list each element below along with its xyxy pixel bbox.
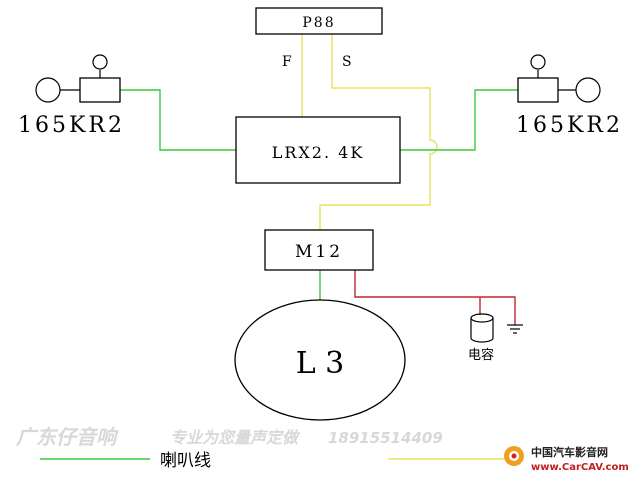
- watermark-brand: 广东仔音响: [16, 425, 119, 449]
- amp-box: [264, 229, 374, 271]
- capacitor-icon: [470, 313, 494, 343]
- signal-wire-s: [319, 34, 438, 230]
- speaker-right-icon: [517, 54, 601, 103]
- speaker-left-label: 165KR2: [18, 113, 125, 138]
- wire-label-s: S: [342, 54, 352, 70]
- site-logo-icon: [504, 446, 524, 466]
- speaker-wire-left: [120, 89, 236, 151]
- speaker-wire-right: [400, 89, 518, 151]
- amp-label: M12: [295, 242, 343, 262]
- speaker-right-label: 165KR2: [516, 113, 623, 138]
- speaker-left-icon: [35, 54, 121, 103]
- site-name: 中国汽车影音网: [531, 445, 608, 459]
- site-url: www.CarCAV.com: [531, 462, 629, 473]
- ground-icon: [507, 324, 523, 334]
- capacitor-label: 电容: [468, 347, 494, 363]
- subwoofer-ellipse: [234, 299, 406, 421]
- legend-speaker-wire-label: 喇叭线: [160, 451, 211, 471]
- subwoofer-label: L 3: [296, 346, 345, 381]
- power-wire: [354, 270, 516, 325]
- watermark-slogan: 专业为您量声定做: [170, 428, 301, 447]
- p88-box: [255, 7, 383, 35]
- processor-box: [235, 116, 401, 184]
- wire-label-f: F: [282, 54, 292, 70]
- p88-label: P88: [302, 15, 335, 31]
- processor-label: LRX2. 4K: [272, 143, 365, 162]
- watermark-phone: 18915514409: [328, 429, 443, 447]
